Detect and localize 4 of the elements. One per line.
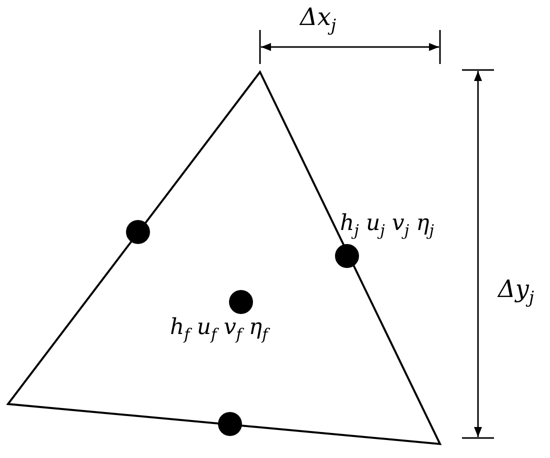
dimension-label: Δy$_{j}$ xyxy=(498,276,534,306)
variable-label: h$_{f}$ u$_{f}$ v$_{f}$ η$_{f}$ xyxy=(170,316,268,344)
dimension-label: Δx$_{j}$ xyxy=(300,4,336,34)
variable-label: h$_{j}$ u$_{j}$ v$_{j}$ η$_{j}$ xyxy=(340,212,434,240)
